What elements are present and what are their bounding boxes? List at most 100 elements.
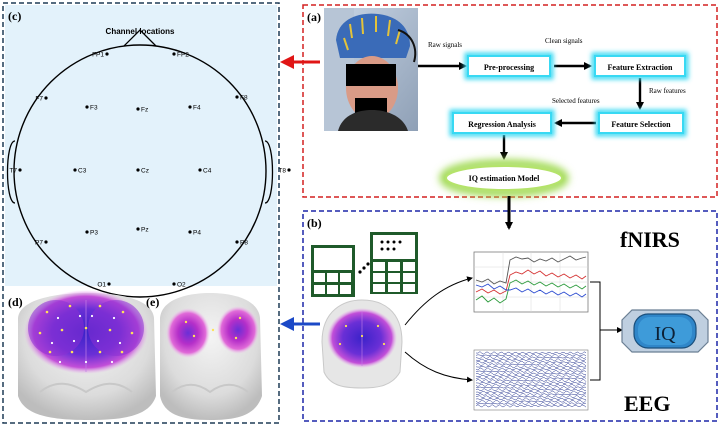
panel-e-label: (e) <box>146 295 159 309</box>
channel-dot-c4 <box>198 168 202 172</box>
channel-label-o1: O1 <box>97 282 106 289</box>
channel-label-pz: Pz <box>141 227 149 234</box>
panel-a-label: (a) <box>307 10 321 24</box>
channel-dot-f3 <box>85 105 89 109</box>
channel-dot-c3 <box>73 168 77 172</box>
head-outline <box>6 29 274 298</box>
eeg-trace <box>475 385 587 390</box>
channel-label-fz: Fz <box>141 107 148 114</box>
channel-locations-title: Channel locations <box>106 27 175 36</box>
channel-label-f4: F4 <box>193 105 201 112</box>
eeg-trace <box>475 390 587 394</box>
panel-c-label: (c) <box>8 9 21 23</box>
preprocessing-label: Pre-processing <box>484 63 534 72</box>
channel-dot-fz <box>136 107 140 111</box>
eeg-trace <box>475 355 587 360</box>
eeg-label: EEG <box>624 391 670 416</box>
eeg-trace <box>475 388 587 392</box>
eeg-trace <box>475 351 587 355</box>
eeg-trace <box>475 378 587 383</box>
channel-label-c4: C4 <box>203 168 212 175</box>
eeg-trace <box>475 365 587 369</box>
preprocessing-box <box>464 52 554 80</box>
eeg-trace <box>475 353 587 357</box>
feature-selection-box <box>595 109 687 137</box>
subject-photo <box>324 8 418 131</box>
channel-label-fp1: FP1 <box>92 52 104 59</box>
channel-label-p8: P8 <box>240 240 248 247</box>
channel-label-f3: F3 <box>90 105 98 112</box>
channel-label-c3: C3 <box>78 168 87 175</box>
channel-map-background <box>5 5 277 286</box>
iq-badge <box>621 309 709 353</box>
stimulus-card-1 <box>311 245 355 297</box>
eeg-trace <box>475 397 587 401</box>
channel-dot-f4 <box>188 105 192 109</box>
raw-signals-label: Raw signals <box>428 41 462 49</box>
eeg-trace <box>475 360 587 364</box>
raw-features-label: Raw features <box>649 87 686 95</box>
eeg-trace <box>475 374 587 378</box>
channel-label-f7: F7 <box>35 96 43 103</box>
iq-label: IQ <box>654 323 676 345</box>
red-link-arrow <box>280 55 320 69</box>
channel-dot-f7 <box>44 96 48 100</box>
stimulus-card-2 <box>370 232 418 294</box>
iq-connectors <box>590 281 623 381</box>
eeg-trace <box>475 369 587 374</box>
channel-label-t8: T8 <box>278 168 286 175</box>
feature-extraction-label: Feature Extraction <box>608 63 673 72</box>
eeg-trace <box>475 381 587 385</box>
eeg-trace <box>475 383 587 387</box>
channel-dot-p4 <box>188 230 192 234</box>
eeg-trace <box>475 395 587 399</box>
channel-label-p3: P3 <box>90 230 98 237</box>
brain-map-e <box>160 293 262 420</box>
channel-dot-o1 <box>107 282 111 286</box>
channel-label-p7: P7 <box>35 240 43 247</box>
eeg-trace <box>475 367 587 371</box>
panel-b-label: (b) <box>307 216 322 230</box>
eeg-plot <box>473 349 589 411</box>
clean-signals-label: Clean signals <box>545 37 583 45</box>
channel-label-t7: T7 <box>9 168 17 175</box>
eeg-trace <box>475 358 587 362</box>
channel-label-p4: P4 <box>193 230 201 237</box>
eeg-trace <box>475 399 587 404</box>
channel-label-fp2: FP2 <box>177 52 189 59</box>
eeg-trace <box>475 401 587 406</box>
to-eeg-arrow <box>404 351 473 383</box>
to-fnirs-arrow <box>404 276 473 326</box>
blue-link-arrow <box>280 317 320 331</box>
channel-dot-f8 <box>235 95 239 99</box>
iq-model-ellipse <box>439 159 569 197</box>
eeg-trace <box>475 392 586 397</box>
eeg-trace <box>475 376 587 380</box>
eeg-trace <box>475 362 587 367</box>
iq-model-label: IQ estimation Model <box>469 174 540 183</box>
feature-extraction-box <box>591 52 689 80</box>
channel-dot-t7 <box>18 168 22 172</box>
brain-3d-model <box>321 299 403 389</box>
channel-dot-p7 <box>44 240 48 244</box>
fnirs-plot <box>473 251 589 313</box>
channel-dot-p3 <box>85 230 89 234</box>
left-panel-border <box>2 2 280 424</box>
channel-dot-fp2 <box>172 52 176 56</box>
channel-label-o2: O2 <box>177 282 186 289</box>
channel-label-f8: F8 <box>240 95 248 102</box>
channel-dot-cz <box>136 168 140 172</box>
ellipsis-dots <box>358 262 370 274</box>
feature-selection-label: Feature Selection <box>611 120 671 129</box>
eeg-trace <box>475 371 587 376</box>
brain-map-d <box>18 290 156 420</box>
channel-dot-p8 <box>235 240 239 244</box>
channel-dot-t8 <box>287 168 291 172</box>
regression-analysis-box <box>449 109 555 137</box>
selected-features-label: Selected features <box>552 97 600 105</box>
channel-dot-pz <box>136 227 140 231</box>
regression-analysis-label: Regression Analysis <box>468 120 536 129</box>
panel-d-label: (d) <box>8 295 23 309</box>
